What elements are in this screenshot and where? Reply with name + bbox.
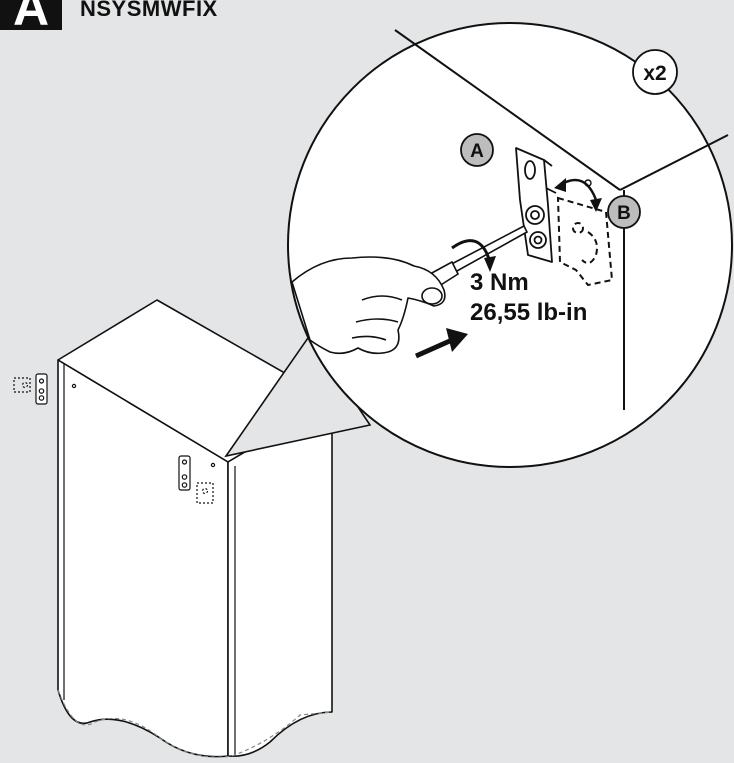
enclosure-side bbox=[227, 399, 333, 758]
rotate-arrow-head-right bbox=[590, 198, 602, 212]
callout-a: A bbox=[460, 133, 494, 167]
detail-side-top-edge bbox=[619, 134, 729, 191]
torque-rotation-arrow-head bbox=[484, 256, 496, 272]
quantity-label: x2 bbox=[643, 62, 666, 85]
quantity-callout: x2 bbox=[632, 49, 678, 95]
callout-a-label: A bbox=[470, 141, 484, 162]
detail-circle bbox=[287, 22, 733, 468]
hand bbox=[291, 256, 446, 355]
cut-line bbox=[57, 689, 333, 758]
torque-metric: 3 Nm bbox=[470, 269, 529, 296]
bracket-b bbox=[556, 196, 614, 287]
bracket-left-mounted bbox=[13, 373, 77, 405]
bracket-right-mounted bbox=[178, 455, 216, 504]
callout-b: B bbox=[607, 195, 641, 229]
torque-rotation-arrow bbox=[451, 239, 492, 263]
rotate-arrow-head-left bbox=[554, 178, 566, 192]
push-arrow bbox=[414, 328, 468, 359]
detail-top-edge bbox=[394, 29, 621, 191]
callout-b-label: B bbox=[617, 203, 631, 224]
step-badge: A bbox=[0, 0, 62, 33]
torque-spec: 3 Nm 26,55 lb-in bbox=[470, 268, 587, 328]
detail-view bbox=[287, 22, 733, 468]
torque-imperial: 26,55 lb-in bbox=[470, 299, 588, 326]
product-reference: NSYSMWFIX bbox=[80, 0, 218, 21]
